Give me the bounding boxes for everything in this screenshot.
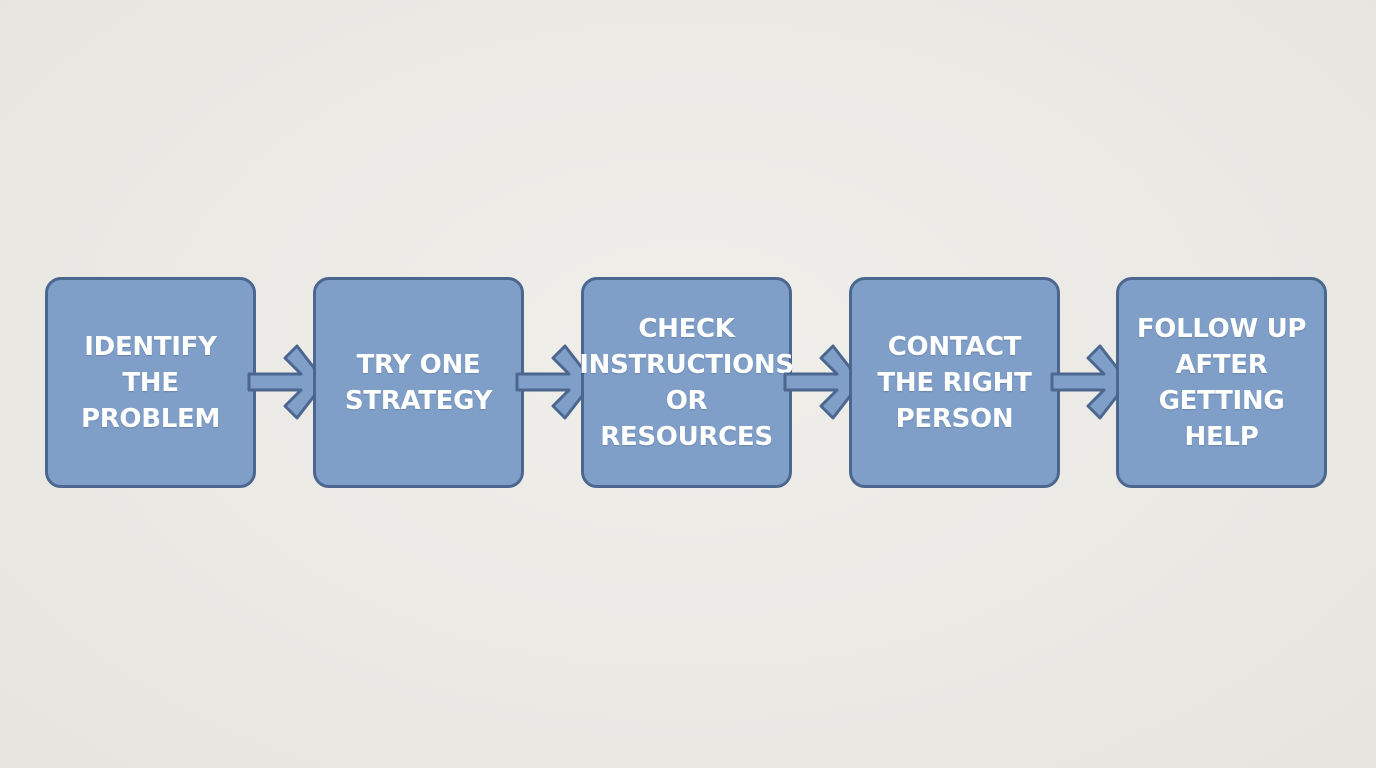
step-follow-up: FOLLOW UP AFTER GETTING HELP [1116,277,1327,488]
step-label: TRY ONE STRATEGY [344,349,493,416]
step-identify-problem: IDENTIFY THE PROBLEM [45,277,256,488]
arrow-right-icon [783,344,863,420]
arrow-right-icon [247,344,327,420]
step-check-instructions: CHECK INSTRUCTIONS OR RESOURCES [579,277,794,488]
step-try-strategy: TRY ONE STRATEGY [313,277,524,488]
step-label: IDENTIFY THE PROBLEM [80,331,221,434]
step-contact-person: CONTACT THE RIGHT PERSON [849,277,1060,488]
step-label: FOLLOW UP AFTER GETTING HELP [1136,313,1307,452]
step-label: CONTACT THE RIGHT PERSON [877,331,1032,434]
arrow-right-icon [1050,344,1130,420]
step-label: CHECK INSTRUCTIONS OR RESOURCES [579,313,794,452]
arrow-right-icon [515,344,595,420]
